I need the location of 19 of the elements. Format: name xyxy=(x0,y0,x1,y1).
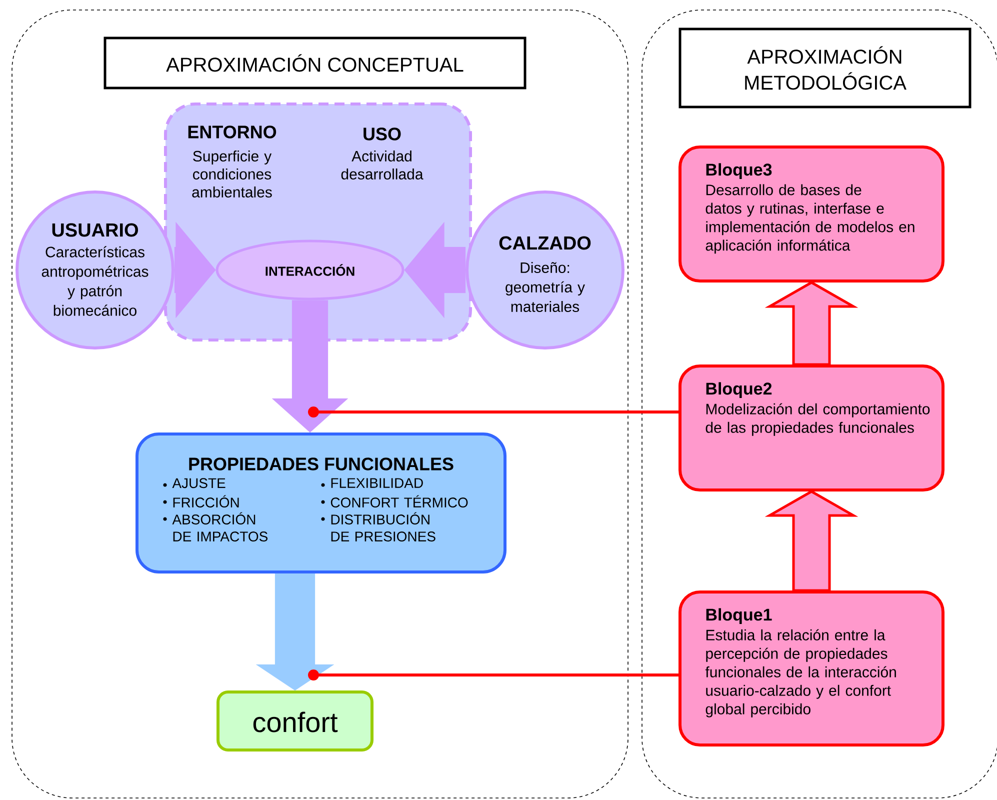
block-arrow xyxy=(764,281,858,366)
block-arrow xyxy=(404,222,466,318)
property-box: PROPIEDADES FUNCIONALES AJUSTE FRICCIÓN ABSORCIÓN DE IMPACTOS FLEXIBILIDAD CONFORT TÉRMICO DISTRIBUCIÓN DE PRESIONES xyxy=(136,432,506,574)
block-box: Bloque3 Desarrollo de bases de datos y rutinas, interfase e implementación de modelos en aplicación informática xyxy=(678,146,944,282)
block-arrow xyxy=(174,222,216,318)
circle-node: CALZADO Diseño: geometría y materiales xyxy=(466,190,624,350)
circle-node: USUARIO Características antropométricas y patrón biomecánico xyxy=(16,190,174,350)
dashed-panel xyxy=(12,10,628,798)
block-arrow xyxy=(764,490,858,592)
block-box: Bloque1 Estudia la relación entre la percepción de propiedades funcionales de la interacción usuario-calzado y el confort global percibido xyxy=(678,590,944,746)
block-arrow xyxy=(256,573,334,691)
dashed-panel xyxy=(642,10,997,798)
title-box: APROXIMACIÓN CONCEPTUAL xyxy=(104,36,526,90)
block-box: Bloque2 Modelización del comportamiento de las propiedades funcionales xyxy=(678,364,944,492)
connector-line xyxy=(308,406,678,418)
title-box: APROXIMACIÓN METODOLÓGICA xyxy=(678,28,972,108)
result-box: confort xyxy=(216,690,374,752)
connector-line xyxy=(308,670,678,680)
block-arrow xyxy=(272,300,348,433)
